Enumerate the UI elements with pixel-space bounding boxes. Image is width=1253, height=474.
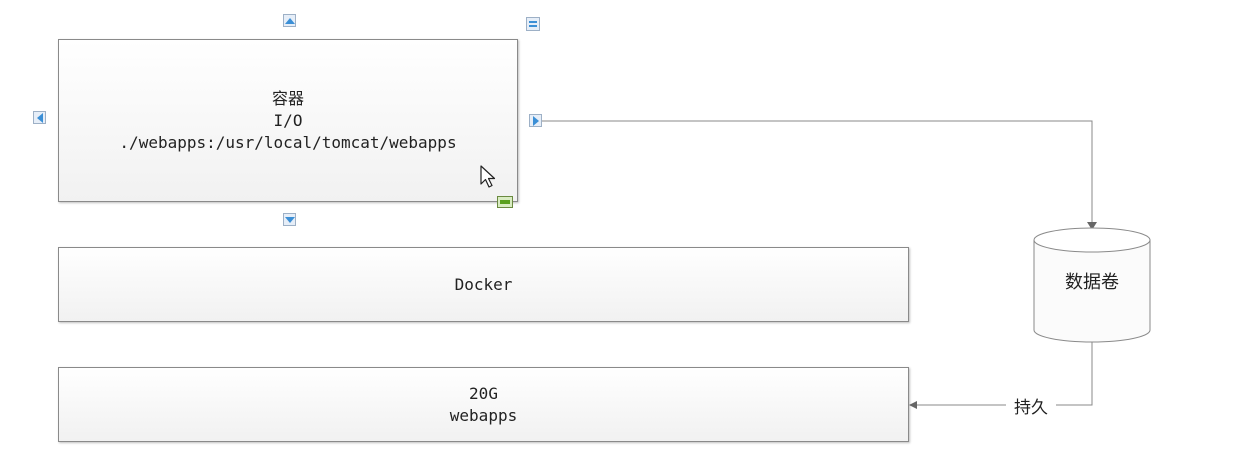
arrow-right-icon (532, 115, 539, 126)
storage-node[interactable]: 20G webapps (58, 367, 909, 442)
menu-icon (529, 21, 537, 27)
connect-left-handle[interactable] (33, 111, 46, 124)
docker-node[interactable]: Docker (58, 247, 909, 322)
connector-volume-to-storage (916, 342, 1093, 406)
container-node[interactable]: 容器 I/O ./webapps:/usr/local/tomcat/webap… (58, 39, 518, 202)
connect-down-handle[interactable] (283, 213, 296, 226)
arrowhead-to-storage (909, 401, 917, 409)
container-io-label: I/O (273, 110, 303, 130)
container-mount-path: ./webapps:/usr/local/tomcat/webapps (119, 132, 457, 152)
connect-up-handle[interactable] (283, 14, 296, 27)
resize-handle[interactable] (497, 196, 513, 208)
connector-container-to-volume (541, 120, 1093, 222)
storage-dir: webapps (449, 405, 518, 425)
shape-menu-handle[interactable] (526, 17, 540, 31)
arrowhead-to-volume (1087, 222, 1097, 230)
arrow-left-icon (36, 112, 43, 123)
persist-edge-label: 持久 (1006, 393, 1056, 418)
docker-label: Docker (454, 274, 513, 294)
connect-right-handle[interactable] (529, 114, 542, 127)
arrow-down-icon (284, 216, 295, 223)
storage-size: 20G (469, 383, 498, 403)
mouse-cursor-icon (480, 165, 496, 188)
arrow-up-icon (284, 17, 295, 24)
resize-icon (500, 200, 510, 204)
data-volume-cylinder[interactable] (1033, 227, 1151, 343)
container-title: 容器 (271, 88, 304, 108)
data-volume-label: 数据卷 (1065, 272, 1119, 293)
